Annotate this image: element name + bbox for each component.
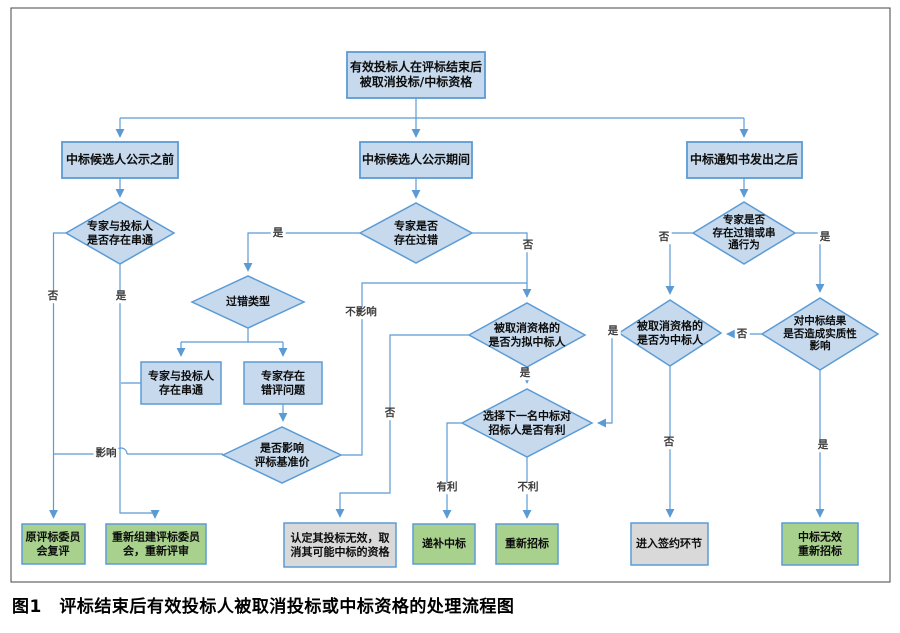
terminal-rebid-shape — [495, 523, 559, 565]
decision-expert-fault-shape — [358, 202, 474, 264]
edge-noimpact-line — [341, 282, 527, 456]
edge-no3 — [335, 334, 469, 518]
box-grading-error-shape — [243, 361, 323, 405]
start-node-shape — [346, 51, 486, 99]
phase-after-shape — [686, 141, 803, 179]
edge-no4 — [665, 232, 693, 295]
edge-no1 — [49, 232, 66, 519]
phase-before-shape — [61, 141, 179, 179]
terminal-invalidate-bid-shape — [283, 522, 397, 568]
terminal-substitute-winner-shape — [412, 523, 476, 565]
phase-during-shape — [359, 141, 473, 179]
edge-yes2 — [243, 232, 360, 272]
decision-benchmark-impact-shape — [221, 426, 343, 484]
decision-material-impact-shape — [760, 297, 880, 371]
decision-is-winner-shape — [617, 299, 723, 367]
decision-fault-or-collusion-shape — [691, 201, 797, 265]
terminal-sign-contract-shape — [630, 522, 709, 566]
edge-line-hop — [114, 447, 128, 455]
decision-next-candidate-shape — [460, 388, 594, 458]
edge-faulttype-split — [181, 328, 283, 343]
edge-yes5 — [597, 332, 619, 428]
edge-yes4 — [795, 232, 825, 293]
terminal-invalid-rebid-shape — [781, 522, 859, 566]
edge-start-split — [120, 98, 744, 119]
edge-no2 — [472, 232, 532, 298]
terminal-new-committee-shape — [105, 523, 207, 565]
box-collusion-exists-shape — [140, 361, 222, 405]
edge-favorable — [442, 422, 462, 519]
edge-yes1 — [119, 264, 160, 519]
figure-caption: 图1 评标结束后有效投标人被取消投标或中标资格的处理流程图 — [12, 597, 515, 617]
decision-fault-type-shape — [190, 275, 306, 329]
decision-collusion-shape — [64, 201, 176, 265]
frame-border — [10, 7, 891, 583]
terminal-original-committee-shape — [21, 523, 86, 565]
decision-proposed-winner-shape — [467, 302, 587, 368]
